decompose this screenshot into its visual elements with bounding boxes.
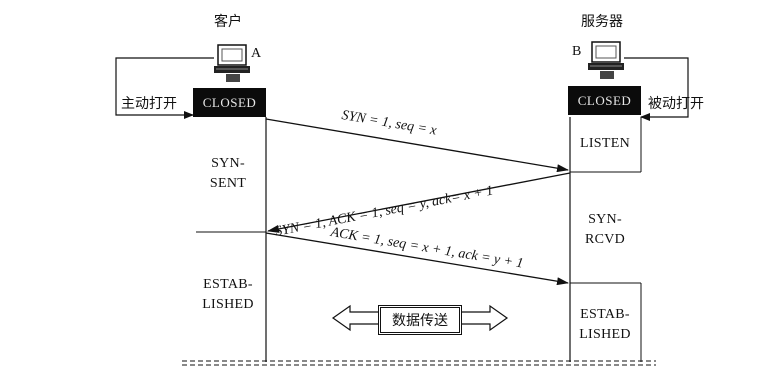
server-state-rcvd: RCVD [584, 232, 626, 247]
client-title: 客户 [214, 14, 242, 30]
server-title: 服务器 [581, 14, 623, 30]
ack-arrow [265, 232, 569, 286]
data-transfer-label: 数据传送 [378, 305, 462, 335]
server-state-syn: SYN- [588, 212, 622, 227]
server-state-listen: LISTEN [579, 136, 630, 151]
client-host-letter: A [251, 46, 262, 61]
client-state-estab: ESTAB- [203, 277, 253, 292]
client-state-sent: SENT [209, 176, 247, 191]
server-open-action: 被动打开 [648, 96, 704, 112]
client-open-action: 主动打开 [121, 96, 177, 112]
client-computer-icon [214, 44, 250, 82]
server-host-letter: B [572, 44, 582, 59]
client-state-syn: SYN- [211, 156, 245, 171]
server-closed-state: CLOSED [568, 86, 641, 115]
server-state-estab: ESTAB- [580, 307, 630, 322]
syn-ack-arrow [267, 172, 571, 233]
server-open-loop [624, 57, 689, 121]
server-state-lished: LISHED [579, 327, 631, 342]
syn-arrow [265, 118, 569, 173]
server-computer-icon [588, 41, 624, 79]
client-state-lished: LISHED [202, 297, 254, 312]
client-closed-state: CLOSED [193, 88, 266, 117]
client-open-loop [115, 57, 214, 119]
